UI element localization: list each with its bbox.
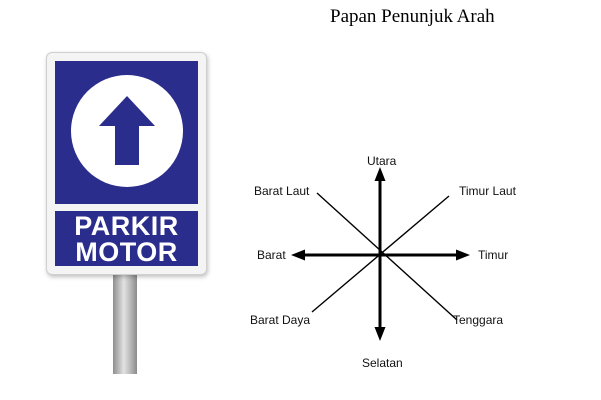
sign-arrow-panel <box>55 61 198 204</box>
label-west: Barat <box>257 248 286 262</box>
north-arrowhead <box>374 167 386 181</box>
west-arrowhead <box>291 249 305 261</box>
sign-circle <box>71 75 183 187</box>
label-northwest: Barat Laut <box>254 184 310 198</box>
sign-line-1: PARKIR <box>74 211 179 241</box>
sign-pole <box>113 268 137 374</box>
compass-lines <box>291 167 470 341</box>
label-southeast: Tenggara <box>453 313 504 327</box>
label-southwest: Barat Daya <box>250 313 311 327</box>
label-east: Timur <box>478 248 509 262</box>
compass-rose: Utara Timur Laut Timur Tenggara Selatan … <box>240 140 530 380</box>
sign-board: PARKIR MOTOR <box>46 52 207 275</box>
south-arrowhead <box>374 327 386 341</box>
page-title: Papan Penunjuk Arah <box>330 6 495 27</box>
label-south: Selatan <box>362 356 403 370</box>
label-north: Utara <box>367 154 397 168</box>
label-northeast: Timur Laut <box>459 184 516 198</box>
east-arrowhead <box>456 249 470 261</box>
sign-text-panel: PARKIR MOTOR <box>55 211 198 266</box>
up-arrow-icon <box>99 96 155 165</box>
parking-sign: PARKIR MOTOR <box>0 0 250 400</box>
sign-line-2: MOTOR <box>75 237 178 267</box>
